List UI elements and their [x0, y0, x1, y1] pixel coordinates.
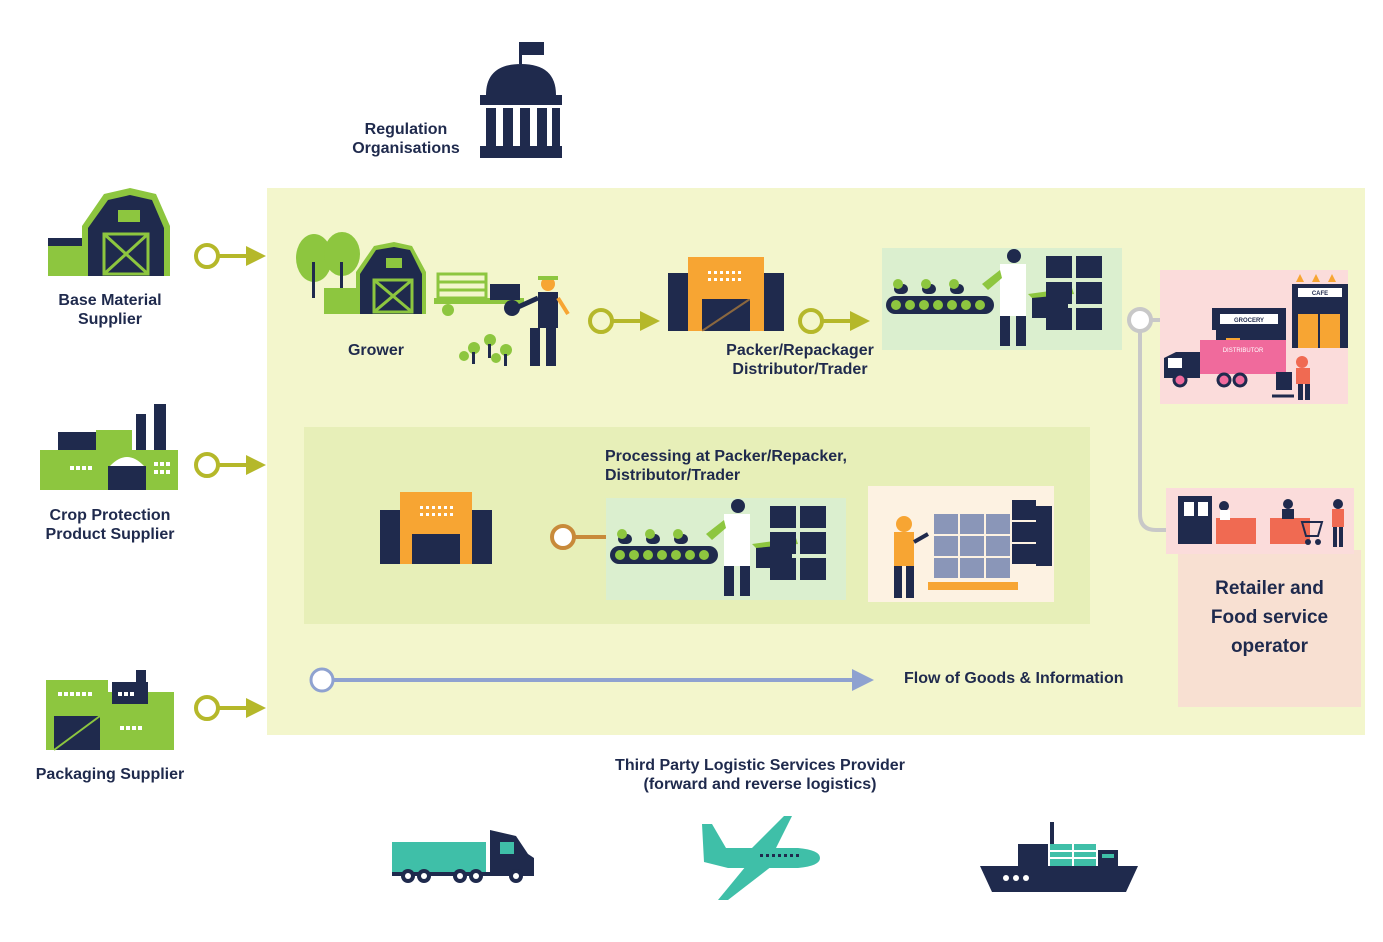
store-front-illustration: GROCERY CAFE DISTRIBUTOR: [1160, 270, 1348, 404]
logistics-label: Third Party Logistic Services Provider (…: [560, 756, 960, 794]
warehouse-icon: [668, 257, 784, 332]
grocery-sign: GROCERY: [1234, 318, 1264, 324]
cafe-sign: CAFE: [1312, 291, 1328, 297]
connector-arrow: [194, 243, 266, 269]
base-material-supplier-label: Base Material Supplier: [30, 291, 190, 329]
crop-protection-label-1: Crop Protection: [49, 507, 171, 524]
warehouse-inventory-illustration: [868, 486, 1054, 602]
retailer-label-1: Retailer and: [1215, 578, 1324, 599]
crop-protection-supplier-label: Crop Protection Product Supplier: [30, 506, 190, 544]
government-building-icon: [480, 42, 562, 158]
retail-route-connector: [1127, 307, 1172, 532]
grower-illustration: [296, 232, 570, 366]
processing-label-2: Distributor/Trader: [605, 467, 741, 484]
factory-icon: [40, 404, 178, 490]
crop-protection-label-2: Product Supplier: [45, 526, 175, 543]
regulation-label-2: Organisations: [352, 140, 460, 157]
base-material-label-2: Supplier: [77, 311, 142, 328]
packing-conveyor-illustration: [606, 498, 846, 600]
packer-label-2: Distributor/Trader: [732, 361, 868, 378]
regulation-label-1: Regulation: [364, 121, 448, 138]
retailer-label-2: Food service: [1210, 607, 1329, 628]
logistics-label-2: (forward and reverse logistics): [643, 776, 877, 793]
barn-icon: [48, 188, 170, 276]
processing-label: Processing at Packer/Repacker, Distribut…: [605, 447, 895, 485]
flow-label: Flow of Goods & Information: [904, 670, 1124, 687]
packaging-supplier-label: Packaging Supplier: [20, 765, 200, 784]
distributor-sign: DISTRIBUTOR: [1223, 348, 1264, 354]
grower-label: Grower: [347, 342, 404, 359]
base-material-label-1: Base Material: [58, 292, 162, 309]
packer-label-1: Packer/Repackager: [726, 342, 874, 359]
processing-label-1: Processing at Packer/Repacker,: [605, 448, 847, 465]
connector-arrow: [798, 308, 870, 334]
truck-icon: [392, 830, 534, 883]
connector-node: [550, 524, 608, 550]
logistics-label-1: Third Party Logistic Services Provider: [615, 757, 905, 774]
regulation-label: Regulation Organisations: [336, 120, 476, 158]
packing-conveyor-illustration: [882, 248, 1122, 350]
retailer-label-3: operator: [1230, 636, 1309, 657]
packer-label: Packer/Repackager Distributor/Trader: [700, 341, 900, 379]
connector-arrow: [194, 452, 266, 478]
retailer-panel: Retailer and Food service operator: [1178, 550, 1361, 707]
factory-icon: [46, 670, 174, 751]
cargo-ship-icon: [980, 822, 1138, 892]
connector-arrow: [194, 695, 266, 721]
connector-arrow: [588, 308, 660, 334]
packaging-label-1: Packaging Supplier: [35, 766, 185, 783]
food-service-illustration: [1166, 488, 1354, 554]
flow-arrow: [309, 667, 874, 693]
airplane-icon: [702, 816, 820, 900]
warehouse-icon: [380, 492, 492, 564]
